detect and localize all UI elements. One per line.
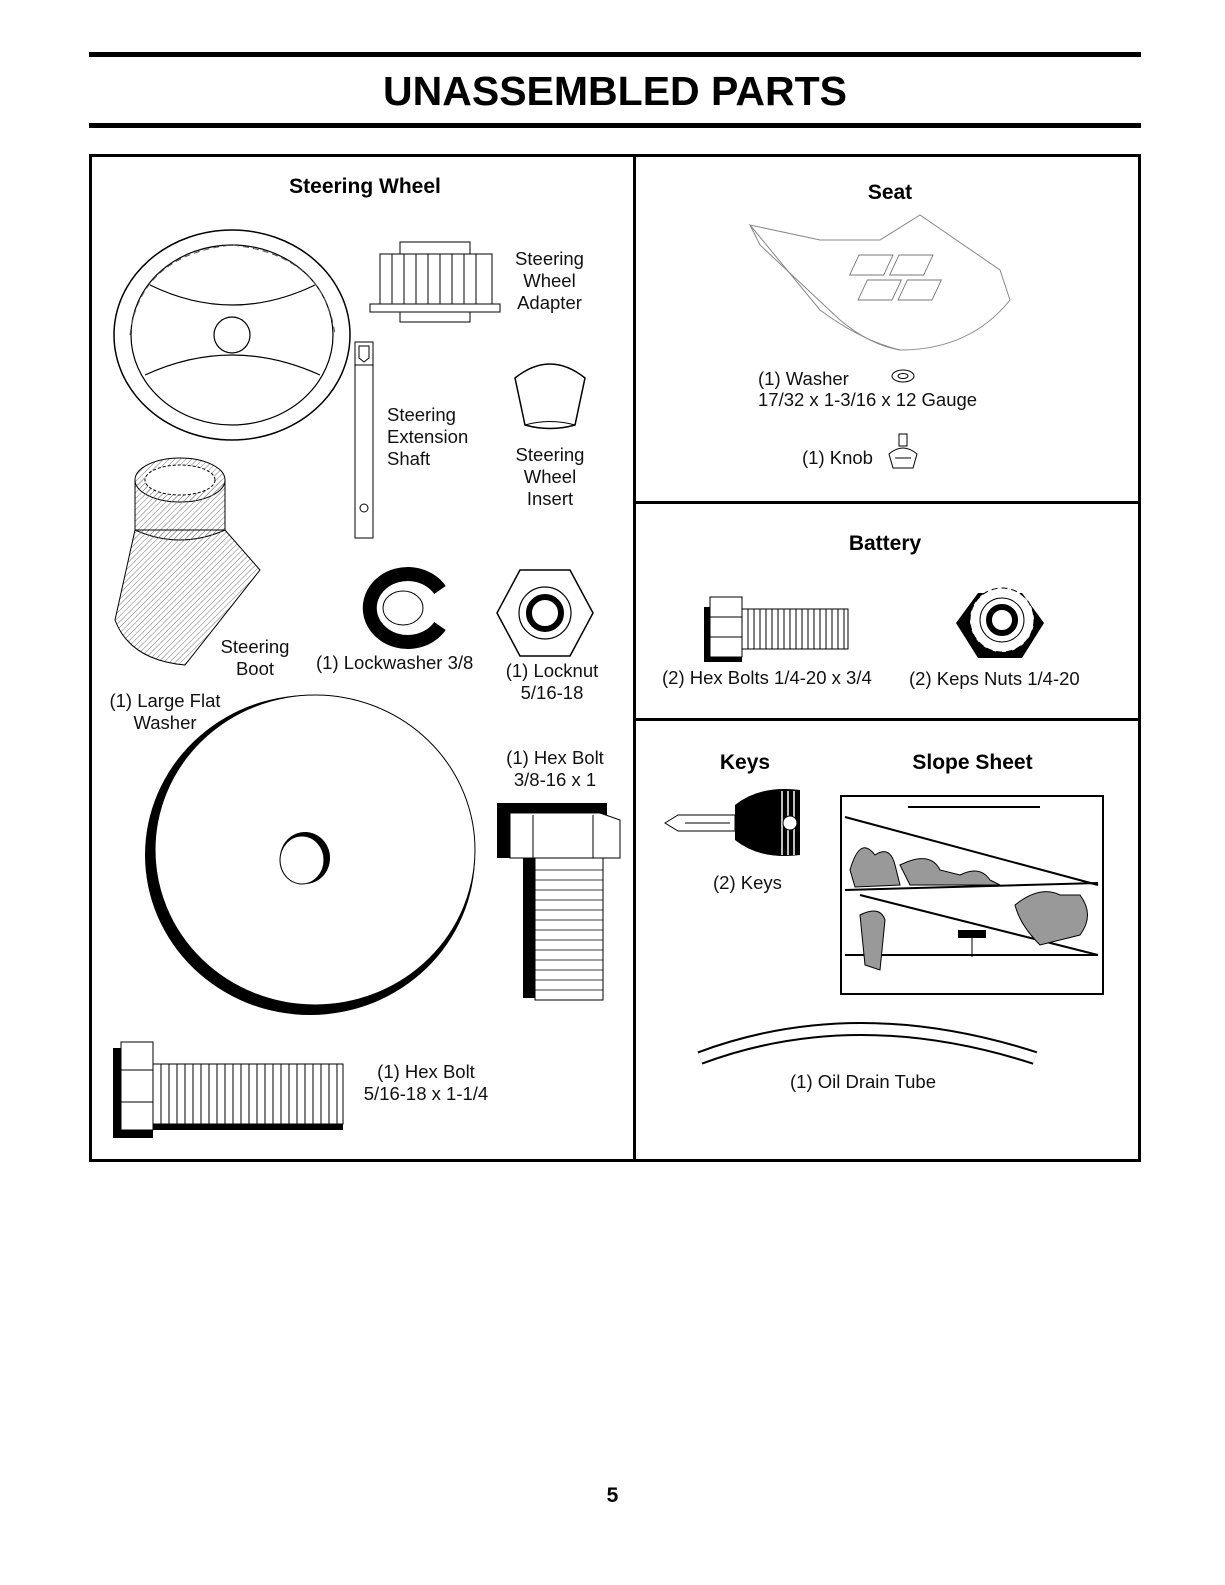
- shaft-label-line2: Extension: [387, 426, 469, 447]
- hex-bolt-38-illustration: [497, 803, 621, 1001]
- knob-icon: [888, 433, 918, 469]
- adapter-label-line1: Steering: [515, 248, 584, 269]
- shaft-label-line1: Steering: [387, 404, 456, 425]
- boot-label-line2: Boot: [235, 658, 275, 679]
- keps-nuts-label: (2) Keps Nuts 1/4-20: [909, 668, 1080, 689]
- battery-header: Battery: [848, 532, 922, 555]
- steering-wheel-insert-label: Steering Wheel Insert: [505, 444, 595, 510]
- steering-wheel-illustration: [113, 229, 351, 441]
- washer-label-line1: (1) Large Flat: [109, 690, 221, 711]
- adapter-label-line3: Adapter: [517, 292, 582, 313]
- seat-washer-label: (1) Washer 17/32 x 1-3/16 x 12 Gauge: [758, 368, 977, 410]
- shaft-label-line3: Shaft: [387, 448, 431, 469]
- keps-nut-illustration: [956, 587, 1044, 658]
- steering-boot-label: Steering Boot: [212, 636, 298, 680]
- locknut-label: (1) Locknut 5/16-18: [497, 660, 607, 704]
- locknut-label-line1: (1) Locknut: [505, 660, 599, 681]
- keys-label: (2) Keys: [713, 872, 782, 893]
- adapter-label-line2: Wheel: [523, 270, 576, 291]
- steering-wheel-insert-illustration: [514, 363, 586, 430]
- seat-header: Seat: [867, 181, 913, 204]
- seat-illustration: [748, 214, 1011, 351]
- seat-knob-label: (1) Knob: [802, 447, 873, 468]
- large-flat-washer-label: (1) Large Flat Washer: [100, 690, 230, 734]
- keys-header: Keys: [719, 751, 771, 774]
- insert-label-line3: Insert: [526, 488, 574, 509]
- hex-bolt-516-label: (1) Hex Bolt 5/16-18 x 1-1/4: [352, 1061, 500, 1105]
- steering-extension-shaft-label: Steering Extension Shaft: [387, 404, 468, 470]
- center-divider: [633, 154, 636, 1162]
- steering-extension-shaft-illustration: [354, 341, 374, 539]
- battery-hex-bolts-label: (2) Hex Bolts 1/4-20 x 3/4: [662, 667, 872, 688]
- title-rule-top: [89, 52, 1141, 57]
- insert-label-line1: Steering: [515, 444, 585, 465]
- locknut-label-line2: 5/16-18: [520, 682, 584, 703]
- battery-hex-bolt-illustration: [704, 596, 849, 662]
- lockwasher-label: (1) Lockwasher 3/8: [316, 652, 474, 673]
- lockwasher-illustration: [362, 567, 446, 649]
- slope-sheet-header: Slope Sheet: [912, 751, 1033, 774]
- hex-bolt-516-line1: (1) Hex Bolt: [377, 1061, 475, 1082]
- steering-wheel-adapter-illustration: [369, 241, 501, 323]
- steering-wheel-header: Steering Wheel: [289, 175, 441, 198]
- slope-sheet-illustration: [840, 795, 1104, 995]
- page-title: UNASSEMBLED PARTS: [383, 68, 847, 114]
- key-illustration: [664, 789, 800, 856]
- insert-label-line2: Wheel: [523, 466, 577, 487]
- steering-wheel-adapter-label: Steering Wheel Adapter: [507, 248, 592, 314]
- seat-washer-line2: 17/32 x 1-3/16 x 12 Gauge: [758, 389, 978, 410]
- hex-bolt-38-line2: 3/8-16 x 1: [513, 769, 597, 790]
- page-number: 5: [606, 1484, 619, 1507]
- hex-bolt-516-illustration: [113, 1041, 344, 1138]
- steering-boot-illustration: [114, 457, 261, 666]
- hex-bolt-38-line1: (1) Hex Bolt: [506, 747, 604, 768]
- title-rule-bottom: [89, 123, 1141, 128]
- battery-keys-divider: [633, 718, 1141, 721]
- seat-battery-divider: [633, 501, 1141, 504]
- washer-icon: [891, 369, 915, 383]
- hex-bolt-38-label: (1) Hex Bolt 3/8-16 x 1: [495, 747, 615, 791]
- oil-drain-tube-label: (1) Oil Drain Tube: [790, 1071, 936, 1092]
- hex-bolt-516-line2: 5/16-18 x 1-1/4: [363, 1083, 489, 1104]
- large-flat-washer-illustration: [145, 694, 476, 1015]
- locknut-illustration: [496, 569, 594, 657]
- parts-frame: [89, 154, 1141, 1162]
- washer-label-line2: Washer: [133, 712, 197, 733]
- seat-washer-line1: (1) Washer: [758, 368, 849, 389]
- boot-label-line1: Steering: [220, 636, 290, 657]
- oil-drain-tube-illustration: [697, 1022, 1038, 1065]
